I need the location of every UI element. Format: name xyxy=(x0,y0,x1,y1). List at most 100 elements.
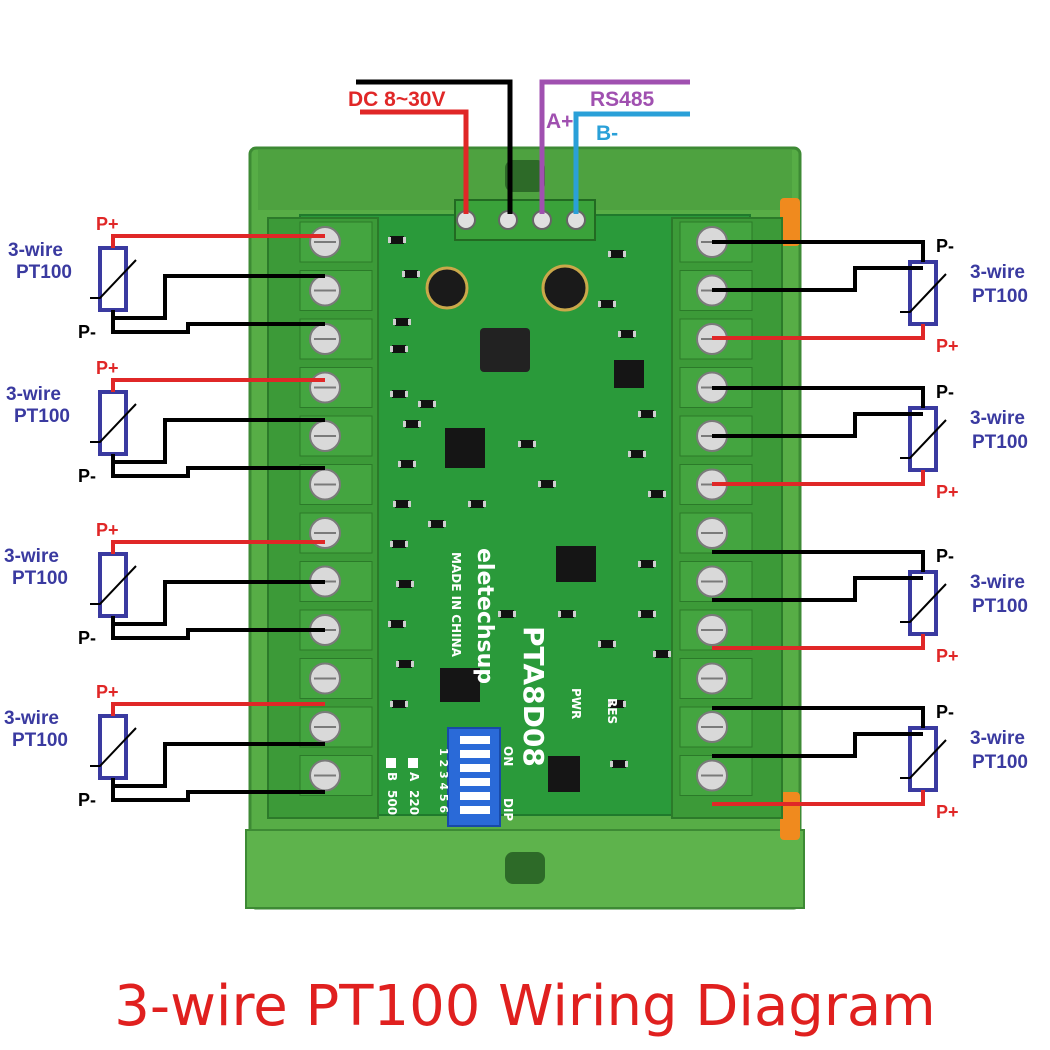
pt100-resistor xyxy=(98,714,128,780)
p-minus-label: P- xyxy=(78,322,96,342)
smd-pad xyxy=(608,251,611,257)
dip-key[interactable] xyxy=(460,750,490,758)
sensor-label-line2: PT100 xyxy=(972,286,1028,307)
smd-pad xyxy=(405,701,408,707)
smd-component xyxy=(612,760,626,768)
baud-b-silkscreen: B xyxy=(385,772,399,781)
sensor-label-line1: 3-wire xyxy=(8,240,63,261)
p-plus-label: P+ xyxy=(96,520,119,540)
smd-component xyxy=(392,700,406,708)
dip-key[interactable] xyxy=(460,778,490,786)
smd-pad xyxy=(663,491,666,497)
red-wire xyxy=(111,702,325,716)
smd-component xyxy=(500,610,514,618)
black-wire xyxy=(111,786,325,802)
smd-pad xyxy=(388,621,391,627)
smd-component xyxy=(560,610,574,618)
black-wire xyxy=(111,274,325,320)
smd-pad xyxy=(668,651,671,657)
smd-pad xyxy=(643,451,646,457)
thermistor-slash xyxy=(90,403,137,443)
sensor-label-line2: PT100 xyxy=(14,406,70,427)
sensor-label-line1: 3-wire xyxy=(6,384,61,405)
power-ground-wire xyxy=(356,79,513,214)
thermistor-slash xyxy=(900,583,947,623)
housing-notch-top xyxy=(505,160,545,192)
smd-component xyxy=(640,610,654,618)
smd-component xyxy=(430,520,444,528)
black-wire xyxy=(111,580,325,626)
smd-pad xyxy=(553,481,556,487)
sensor-label-line2: PT100 xyxy=(12,730,68,751)
smd-component xyxy=(540,480,554,488)
smd-component xyxy=(610,700,624,708)
smd-pad xyxy=(533,441,536,447)
pt100-resistor xyxy=(908,570,938,636)
smd-pad xyxy=(638,411,641,417)
thermistor-slash xyxy=(900,273,947,313)
dip-key[interactable] xyxy=(460,806,490,814)
power-positive-wire xyxy=(360,109,469,214)
smd-pad xyxy=(638,561,641,567)
baud-b-value: 500 xyxy=(385,790,399,815)
dip-label-silkscreen: DIP xyxy=(501,798,515,821)
red-wire xyxy=(712,470,925,486)
smd-component xyxy=(395,500,409,508)
smd-pad xyxy=(428,521,431,527)
red-wire xyxy=(712,634,925,650)
smd-pad xyxy=(403,237,406,243)
p-plus-label: P+ xyxy=(96,358,119,378)
smd-pad xyxy=(598,301,601,307)
pt100-resistor xyxy=(98,246,128,312)
pt100-resistor xyxy=(98,390,128,456)
pt100-resistor xyxy=(908,260,938,326)
smd-component xyxy=(520,440,534,448)
smd-pad xyxy=(405,391,408,397)
red-wire xyxy=(111,234,325,248)
smd-pad xyxy=(418,421,421,427)
smd-pad xyxy=(598,641,601,647)
smd-component xyxy=(398,660,412,668)
smd-component xyxy=(392,345,406,353)
chip-mcu xyxy=(556,546,596,582)
smd-component xyxy=(395,318,409,326)
black-wire xyxy=(712,576,923,602)
smd-component xyxy=(392,540,406,548)
pwr-silkscreen: PWR xyxy=(569,688,583,719)
p-minus-label: P- xyxy=(936,702,954,722)
smd-component xyxy=(390,236,404,244)
sensor-label-line1: 3-wire xyxy=(970,572,1025,593)
rs485-a-wire xyxy=(539,79,690,214)
black-wire xyxy=(712,386,925,408)
smd-pad xyxy=(402,271,405,277)
smd-component xyxy=(610,250,624,258)
dip-key[interactable] xyxy=(460,792,490,800)
smd-pad xyxy=(623,251,626,257)
smd-pad xyxy=(638,611,641,617)
smd-component xyxy=(405,420,419,428)
smd-pad xyxy=(518,441,521,447)
baud-a-silkscreen: A xyxy=(407,772,421,782)
smd-pad xyxy=(513,611,516,617)
smd-component xyxy=(400,460,414,468)
pt100-resistor xyxy=(98,552,128,618)
smd-pad xyxy=(628,451,631,457)
p-minus-label: P- xyxy=(78,466,96,486)
chip-adc xyxy=(440,668,480,702)
diagram-title: 3-wire PT100 Wiring Diagram xyxy=(114,974,936,1039)
smd-pad xyxy=(653,651,656,657)
smd-pad xyxy=(393,501,396,507)
sensor-label-line1: 3-wire xyxy=(970,728,1025,749)
dip-key[interactable] xyxy=(460,736,490,744)
smd-pad xyxy=(633,331,636,337)
dip-key[interactable] xyxy=(460,764,490,772)
smd-pad xyxy=(398,461,401,467)
smd-component xyxy=(620,330,634,338)
rs485-label: RS485 xyxy=(590,88,655,111)
inductor xyxy=(480,328,530,372)
rs485-b-wire xyxy=(573,111,690,214)
smd-pad xyxy=(418,401,421,407)
smd-pad xyxy=(393,319,396,325)
